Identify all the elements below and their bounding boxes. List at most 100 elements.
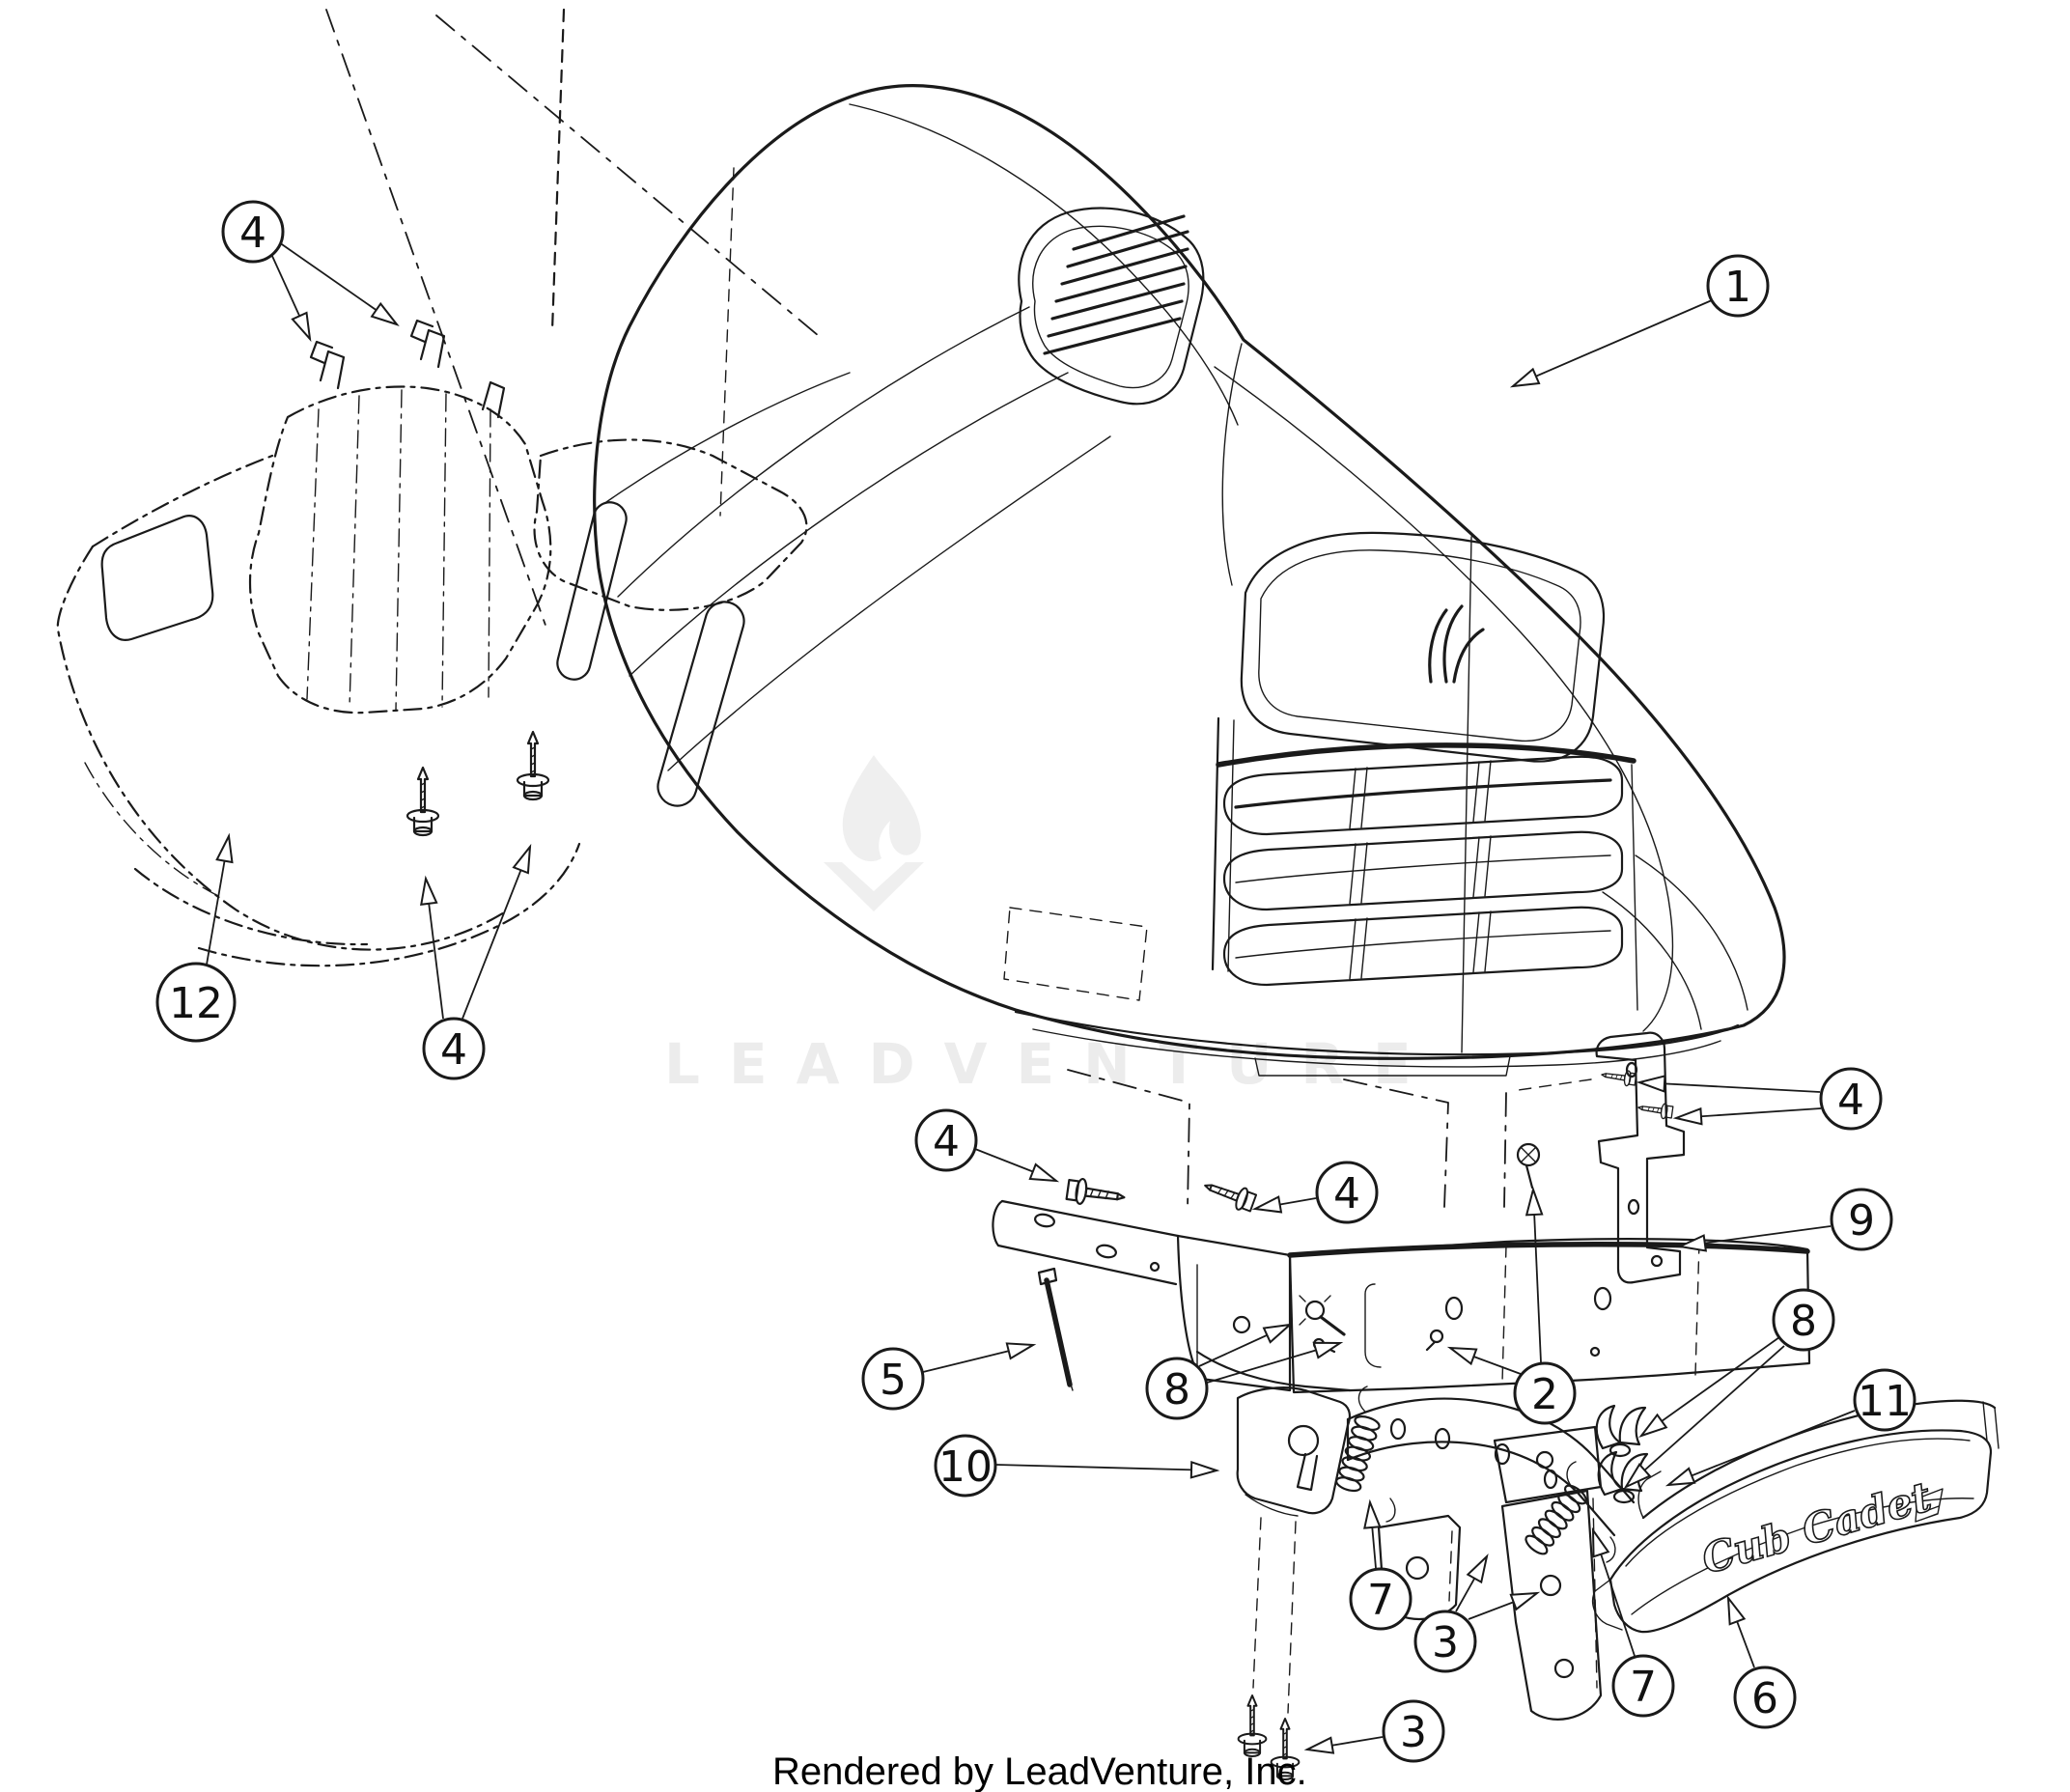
leader-line — [995, 1464, 1217, 1471]
leader-arrowhead-icon — [1312, 1341, 1344, 1359]
leader-arrowhead-icon — [1189, 1460, 1220, 1479]
leader-arrowhead-icon — [1636, 1075, 1666, 1093]
callout-3-18[interactable]: 3 — [1303, 1699, 1445, 1763]
callout-circle[interactable] — [1611, 1654, 1675, 1718]
part-keyhole-bracket-10 — [1236, 1386, 1351, 1714]
callout-7-14[interactable]: 7 — [1349, 1498, 1413, 1631]
callout-4-1[interactable]: 4 — [221, 200, 400, 343]
leader-arrowhead-icon — [1028, 1162, 1060, 1183]
callout-circle[interactable] — [1706, 254, 1770, 318]
callout-circle[interactable] — [1733, 1666, 1797, 1729]
leader-arrowhead-icon — [1676, 1234, 1708, 1252]
callout-number: 9 — [1848, 1196, 1875, 1246]
callout-circle[interactable] — [1145, 1357, 1209, 1420]
callout-7-16[interactable]: 7 — [1591, 1526, 1675, 1718]
leader-arrowhead-icon — [420, 875, 438, 906]
leader-arrowhead-icon — [1303, 1736, 1335, 1754]
callout-number: 4 — [1333, 1169, 1360, 1218]
leader-arrowhead-icon — [1664, 1467, 1696, 1487]
callout-circle[interactable] — [1413, 1610, 1477, 1673]
callout-circle[interactable] — [1772, 1288, 1835, 1352]
callout-circle[interactable] — [1382, 1699, 1445, 1763]
leader-arrowhead-icon — [1446, 1346, 1478, 1366]
callout-circle[interactable] — [422, 1017, 486, 1080]
part-screw-2 — [1425, 1142, 1541, 1352]
leadventure-watermark: LEADVENTURE — [664, 755, 1412, 1097]
callout-circle[interactable] — [1853, 1368, 1916, 1432]
callout-circle[interactable] — [1315, 1161, 1379, 1224]
callout-number: 11 — [1858, 1377, 1912, 1426]
callout-3-15[interactable]: 3 — [1413, 1554, 1541, 1673]
callout-circle[interactable] — [1349, 1567, 1413, 1631]
dash-clips — [309, 319, 506, 419]
callout-number: 4 — [933, 1117, 960, 1166]
hidden-lines — [1067, 1069, 1507, 1210]
leader-arrowhead-icon — [291, 311, 312, 343]
leader-line — [1638, 1081, 1821, 1093]
callout-8-11[interactable]: 8 — [1623, 1288, 1835, 1490]
leader-arrowhead-icon — [1672, 1106, 1703, 1126]
part-emblem-6 — [1591, 1429, 1993, 1634]
leader-arrowhead-icon — [1591, 1526, 1610, 1558]
callout-4-6[interactable]: 4 — [1636, 1067, 1883, 1131]
callout-number: 10 — [938, 1442, 993, 1492]
leader-line — [1640, 1336, 1780, 1437]
leader-line — [1667, 1410, 1856, 1486]
leader-arrowhead-icon — [512, 843, 532, 875]
callout-2-10[interactable]: 2 — [1446, 1186, 1577, 1425]
leader-arrowhead-icon — [1363, 1498, 1382, 1529]
construction-lines — [325, 8, 820, 634]
leader-arrowhead-icon — [370, 301, 400, 326]
callout-number: 5 — [880, 1356, 907, 1405]
callout-number: 7 — [1630, 1663, 1657, 1712]
callout-circle[interactable] — [221, 200, 285, 264]
callout-4-5[interactable]: 4 — [1251, 1161, 1379, 1224]
leader-arrowhead-icon — [1509, 1591, 1541, 1611]
leader-line — [1532, 1189, 1542, 1363]
callout-8-9[interactable]: 8 — [1145, 1323, 1344, 1420]
callout-6-17[interactable]: 6 — [1726, 1594, 1797, 1729]
hood-vent-slats — [1043, 214, 1189, 355]
leader-arrowhead-icon — [1726, 1594, 1747, 1626]
leader-arrowhead-icon — [1262, 1323, 1294, 1344]
callout-number: 8 — [1790, 1297, 1817, 1346]
callout-number: 2 — [1531, 1370, 1558, 1419]
callout-11-12[interactable]: 11 — [1664, 1368, 1916, 1487]
callout-4-3[interactable]: 4 — [420, 843, 532, 1080]
leader-arrowhead-icon — [215, 832, 234, 864]
part-bracket-9 — [1511, 1031, 1686, 1284]
leader-line — [1625, 1345, 1785, 1488]
flame-watermark-icon — [842, 755, 921, 862]
callout-circle[interactable] — [1819, 1067, 1883, 1131]
callout-circle[interactable] — [1513, 1361, 1577, 1425]
callout-number: 4 — [440, 1025, 467, 1075]
callout-circle[interactable] — [861, 1347, 925, 1411]
callout-number: 4 — [1837, 1076, 1864, 1125]
callout-circle[interactable] — [1830, 1188, 1893, 1251]
callout-circle[interactable] — [934, 1434, 997, 1498]
callout-number: 6 — [1751, 1674, 1778, 1723]
part-rod-5 — [1037, 1267, 1074, 1391]
callout-number: 4 — [239, 209, 266, 258]
callout-5-8[interactable]: 5 — [861, 1342, 1037, 1411]
leaf-logo-icon — [1428, 604, 1485, 684]
leader-line — [1512, 299, 1713, 387]
callout-circle[interactable] — [914, 1108, 978, 1172]
callout-circle[interactable] — [155, 962, 237, 1043]
leader-arrowhead-icon — [1005, 1342, 1037, 1360]
callout-9-7[interactable]: 9 — [1676, 1188, 1893, 1252]
v-watermark-icon — [824, 862, 924, 911]
part-lower-support-bracket — [992, 1199, 1811, 1394]
emblem-script-text: Cub Cadet — [1696, 1472, 1936, 1582]
callout-12-2[interactable]: 12 — [155, 832, 237, 1043]
leader-arrowhead-icon — [1251, 1195, 1283, 1214]
callout-10-13[interactable]: 10 — [934, 1434, 1220, 1498]
callout-4-4[interactable]: 4 — [914, 1108, 1060, 1183]
part-wing-keepers — [1595, 1404, 1649, 1504]
leader-arrowhead-icon — [1638, 1413, 1668, 1438]
leader-arrowhead-icon — [1623, 1463, 1652, 1490]
callout-number: 3 — [1400, 1708, 1427, 1757]
part-spring-7-right — [1522, 1461, 1616, 1563]
callout-1-0[interactable]: 1 — [1509, 254, 1770, 388]
